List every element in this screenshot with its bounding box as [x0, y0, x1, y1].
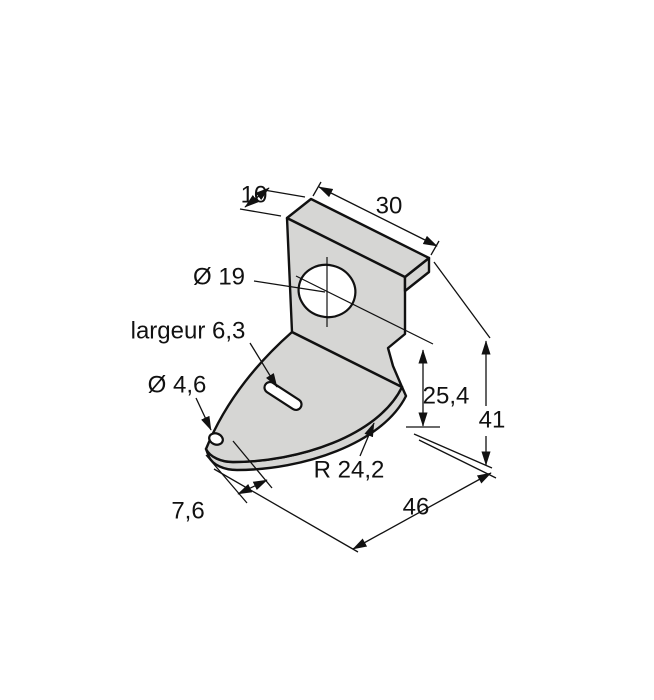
dim-7-6-group — [205, 440, 273, 504]
hole-centerline-horizontal — [295, 275, 434, 345]
extension-line — [312, 181, 322, 197]
dim-30-group — [312, 181, 440, 256]
dim-25-4-group — [406, 349, 440, 428]
large-hole-diameter-label: Ø 19 — [193, 263, 245, 290]
dim-10-label: 10 — [241, 181, 268, 208]
slot-width-label: largeur 6,3 — [131, 317, 246, 344]
dimension-line — [244, 187, 270, 208]
extension-line — [213, 468, 359, 553]
dim-7-6-label: 7,6 — [171, 497, 204, 524]
small-hole-diameter-label: Ø 4,6 — [148, 371, 207, 398]
extension-line — [263, 189, 306, 198]
dimension-line — [237, 479, 268, 495]
extension-line — [430, 240, 440, 256]
leader-line-large-hole — [253, 280, 326, 293]
foot-slot — [263, 380, 303, 412]
dimension-labels: 10 30 Ø 19 largeur 6,3 Ø 4,6 25,4 41 R 2… — [131, 181, 506, 524]
small-mounting-hole — [208, 432, 224, 446]
dim-46-label: 46 — [403, 493, 430, 520]
extension-line — [239, 208, 282, 217]
dimension-line — [318, 186, 438, 247]
dim-10-group — [239, 187, 306, 217]
dim-46-group — [213, 439, 497, 553]
dim-30-label: 30 — [376, 192, 403, 219]
extension-line — [418, 439, 497, 479]
dim-41-label: 41 — [479, 406, 506, 433]
radius-label: R 24,2 — [314, 456, 385, 483]
leader-line-small-hole — [195, 397, 212, 431]
dim-41-group — [413, 261, 493, 469]
leader-line-slot — [249, 342, 278, 388]
dimension-line — [352, 472, 492, 550]
bracket-foot-top-face — [204, 330, 404, 464]
dimension-annotations — [195, 181, 497, 553]
dim-25-4-label: 25,4 — [423, 382, 470, 409]
leader-line-radius — [359, 422, 375, 457]
extension-line — [433, 261, 491, 339]
extension-line — [413, 433, 493, 469]
extension-line — [205, 454, 248, 504]
